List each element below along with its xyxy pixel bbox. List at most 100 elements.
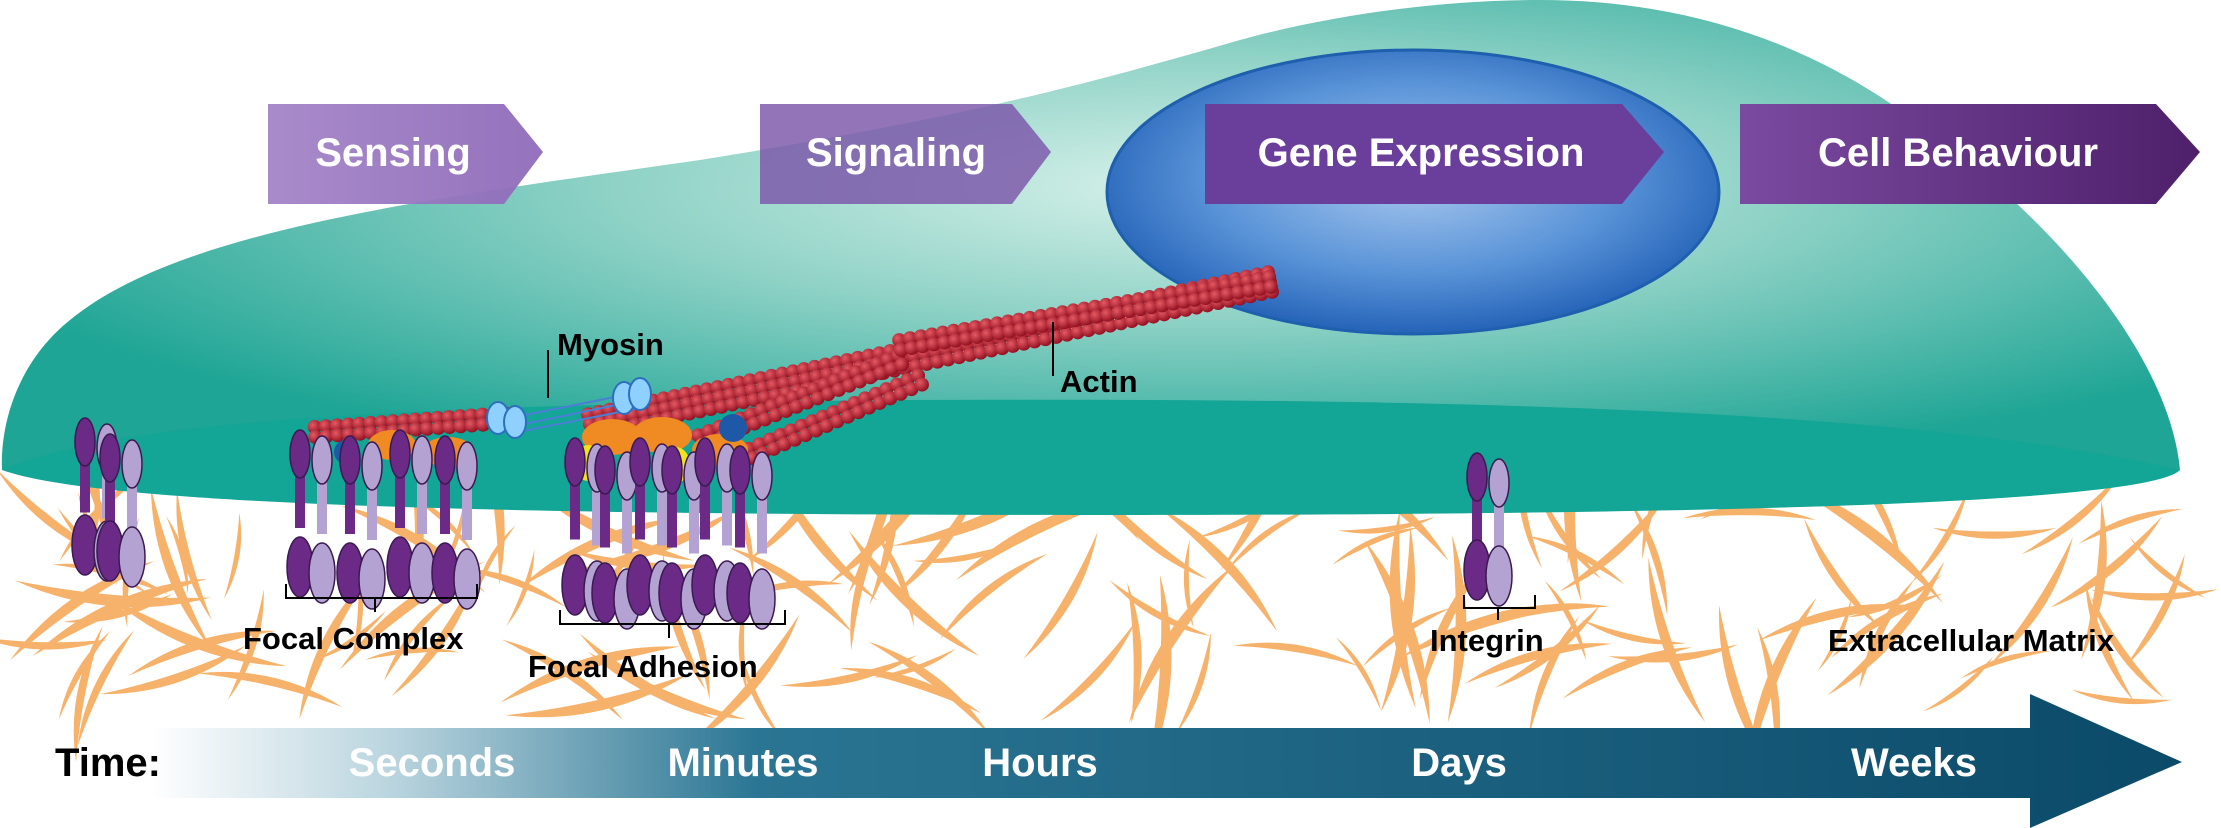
integrin-beta-subunit	[748, 451, 776, 630]
ecm-fiber	[912, 542, 1015, 563]
ecm-fiber	[1336, 637, 1381, 711]
ecm-fiber	[500, 646, 680, 703]
actin-monomer	[831, 382, 846, 397]
actin-monomer	[758, 412, 773, 427]
ecm-fiber	[1128, 565, 1235, 724]
actin-monomer	[809, 423, 824, 438]
actin-monomer	[962, 347, 977, 362]
ecm-fiber	[1176, 632, 1211, 734]
actin-monomer	[970, 329, 985, 344]
ecm-fiber	[0, 636, 108, 650]
integrin-alpha-subunit	[561, 437, 589, 616]
actin-monomer	[725, 397, 740, 412]
stage-label-signaling: Signaling	[806, 131, 986, 175]
ecm-fiber	[73, 626, 103, 763]
actin-monomer	[1002, 324, 1017, 339]
ecm-fiber	[1233, 642, 1359, 666]
actin-monomer	[442, 420, 457, 435]
ecm-fiber	[1718, 605, 1773, 773]
stage-arrows: Sensing Signaling Gene Expression Cell B…	[268, 104, 2200, 204]
actin-monomer	[1059, 327, 1074, 342]
label-actin: Actin	[1060, 364, 1138, 399]
integrin-receptors	[71, 417, 1513, 630]
label-myosin: Myosin	[557, 327, 664, 362]
stage-arrow-sensing	[268, 104, 543, 204]
actin-monomer	[353, 426, 368, 441]
actin-monomer	[464, 418, 479, 433]
stage-arrow-gene-expression	[1205, 104, 1664, 204]
actin-monomer	[1100, 307, 1115, 322]
actin-monomer	[1070, 325, 1085, 340]
integrin-alpha-subunit	[726, 445, 754, 624]
actin-monomer	[746, 392, 761, 407]
cell-membrane-base	[2, 399, 2180, 515]
actin-monomer	[419, 411, 434, 426]
integrin-alpha-subunit	[336, 435, 364, 604]
integrin-alpha-subunit	[286, 429, 314, 598]
ecm-fiber	[1040, 621, 1136, 721]
ecm-fiber	[223, 512, 242, 599]
ecm-fiber	[1642, 474, 1668, 560]
actin-monomer	[873, 366, 888, 381]
actin-monomer	[452, 409, 467, 424]
actin-monomer	[904, 341, 919, 356]
ecm-fiber	[1911, 488, 1969, 583]
time-mark-weeks: Weeks	[1851, 741, 1977, 785]
actin-monomer	[1081, 323, 1096, 338]
actin-monomer	[1176, 294, 1191, 309]
integrin-beta-subunit	[453, 441, 481, 610]
actin-monomer	[904, 382, 919, 397]
actin-monomer	[1024, 320, 1039, 335]
actin-monomer	[915, 339, 930, 354]
ecm-fiber	[1464, 643, 1612, 684]
ecm-fiber	[197, 671, 343, 708]
time-label: Time:	[55, 741, 161, 785]
ecm-fiber	[1581, 619, 1686, 645]
ecm-fiber	[2071, 689, 2173, 705]
actin-monomer	[1067, 313, 1082, 328]
actin-monomer	[1089, 309, 1104, 324]
actin-monomer	[952, 350, 967, 365]
actin-monomer	[441, 410, 456, 425]
actin-monomer	[1165, 296, 1180, 311]
integrin-beta-subunit	[308, 435, 336, 604]
actin-monomer	[863, 370, 878, 385]
actin-monomer	[883, 391, 898, 406]
actin-monomer	[1231, 285, 1246, 300]
ecm-fiber	[1932, 527, 2057, 539]
actin-monomer	[475, 407, 490, 422]
actin-monomer	[941, 352, 956, 367]
time-arrow: Time: Seconds Minutes Hours Days Weeks	[55, 694, 2182, 828]
actin-monomer	[1078, 311, 1093, 326]
actin-monomer	[768, 408, 783, 423]
actin-monomer	[307, 420, 322, 435]
actin-monomer	[893, 386, 908, 401]
actin-monomer	[1005, 338, 1020, 353]
integrin-beta-subunit	[613, 451, 641, 630]
actin-monomer	[821, 387, 836, 402]
label-focal-complex: Focal Complex	[243, 621, 464, 656]
integrin-alpha-subunit	[386, 429, 414, 598]
actin-monomer	[893, 342, 908, 357]
integrin-beta-subunit	[408, 435, 436, 604]
actin-monomer	[852, 374, 867, 389]
actin-monomer	[787, 432, 802, 447]
ecm-fiber	[14, 580, 212, 608]
actin-monomer	[948, 333, 963, 348]
actin-monomer	[1027, 334, 1042, 349]
actin-monomer	[991, 326, 1006, 341]
stage-label-cell-behaviour: Cell Behaviour	[1818, 131, 2098, 175]
actin-monomer	[819, 418, 834, 433]
actin-monomer	[894, 357, 909, 372]
label-extracellular-matrix: Extracellular Matrix	[1828, 623, 2115, 658]
ecm-fiber	[128, 630, 277, 676]
actin-monomer	[1198, 291, 1213, 306]
actin-monomer	[1035, 318, 1050, 333]
integrin-alpha-subunit	[626, 437, 654, 616]
actin-monomer	[453, 419, 468, 434]
ecm-fiber	[1338, 516, 1436, 534]
actin-monomer	[926, 337, 941, 352]
time-mark-hours: Hours	[982, 741, 1098, 785]
stage-arrow-cell-behaviour	[1740, 104, 2200, 204]
